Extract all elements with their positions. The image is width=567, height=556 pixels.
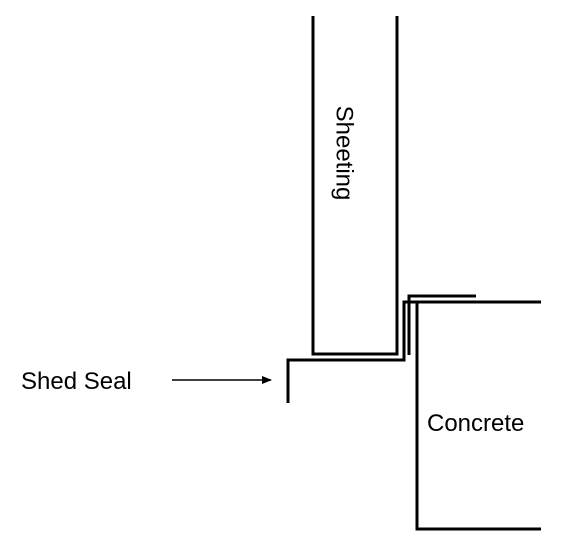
sheeting-outline	[311, 16, 399, 356]
concrete-label: Concrete	[427, 410, 524, 437]
flashing-inner-edge	[407, 294, 476, 355]
shed-seal-flashing	[286, 300, 541, 403]
concrete-outline	[415, 302, 541, 531]
sheeting-label: Sheeting	[331, 106, 358, 201]
shed-seal-label: Shed Seal	[21, 368, 132, 395]
